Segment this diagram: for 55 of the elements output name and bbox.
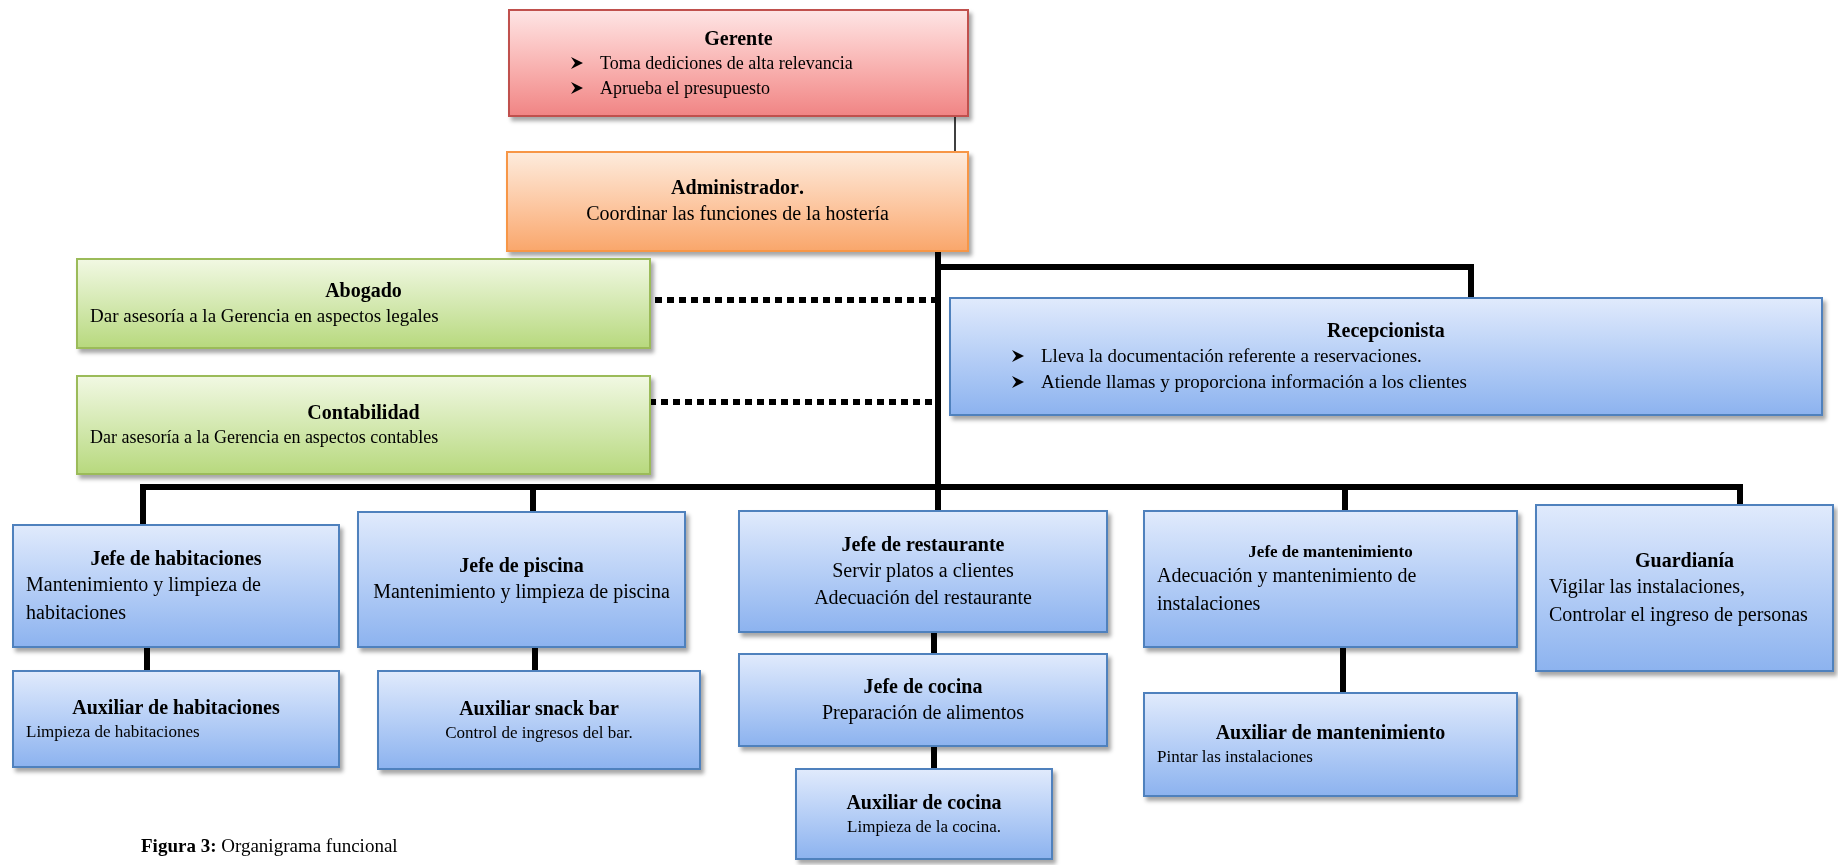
- role-title: Auxiliar de habitaciones: [71, 694, 281, 720]
- role-title: Administrador.: [670, 175, 805, 201]
- role-box: [506, 151, 969, 252]
- duty-text: Lleva la documentación referente a reservaciones.: [1041, 343, 1422, 368]
- role-box: [12, 670, 340, 768]
- role-title: Gerente: [703, 25, 774, 51]
- duty-text: Mantenimiento y limpieza de piscina: [372, 579, 671, 605]
- role-title: Recepcionista: [1326, 317, 1446, 343]
- role-title: Jefe de piscina: [458, 553, 585, 579]
- figure-caption: Figura 3: Organigrama funcional: [141, 834, 398, 858]
- role-box: [795, 768, 1053, 860]
- role-box: [1143, 692, 1518, 797]
- role-box: [76, 258, 651, 349]
- duty-text: Adecuación y mantenimiento de instalaciones: [1157, 563, 1418, 616]
- duty-text: Limpieza de la cocina.: [846, 815, 1002, 838]
- role-title: Jefe de habitaciones: [89, 546, 263, 571]
- role-box: [1143, 510, 1518, 648]
- duty-text: Aprueba el presupuesto: [600, 76, 770, 100]
- connector-line: [1340, 648, 1346, 692]
- duty-text: Vigilar las instalaciones, Controlar el ingreso de personas: [1549, 574, 1809, 628]
- role-title: Contabilidad: [306, 400, 421, 426]
- connector-line: [931, 747, 937, 768]
- role-title: Auxiliar de cocina: [845, 789, 1003, 815]
- duty-text: Pintar las instalaciones: [1157, 746, 1314, 769]
- duty-text: Control de ingresos del bar.: [444, 721, 634, 744]
- role-box: [949, 297, 1823, 416]
- role-title: Auxiliar snack bar: [458, 695, 620, 721]
- role-box: [377, 670, 701, 770]
- duty-text: Limpieza de habitaciones: [26, 720, 201, 743]
- role-title: Guardianía: [1634, 548, 1735, 573]
- role-title: Jefe de cocina: [862, 673, 984, 699]
- connector-line: [532, 648, 538, 670]
- role-box: [1535, 504, 1834, 672]
- duty-text: Servir platos a clientes: [831, 557, 1015, 584]
- role-title: Jefe de mantenimiento: [1247, 540, 1414, 563]
- connector-line: [954, 116, 956, 152]
- role-title: Abogado: [324, 277, 403, 303]
- role-box: [738, 510, 1108, 633]
- duty-text: Preparación de alimentos: [820, 699, 1026, 726]
- role-box: [508, 9, 969, 117]
- role-box: [12, 524, 340, 648]
- connector-line: [931, 633, 937, 653]
- duty-text: Coordinar las funciones de la hostería: [585, 201, 890, 227]
- duty-text: Dar asesoría a la Gerencia en aspectos legales: [90, 303, 440, 328]
- duty-text: Adecuación del restaurante: [813, 585, 1033, 610]
- role-box: [738, 653, 1108, 747]
- duty-text: Toma dediciones de alta relevancia: [600, 51, 853, 75]
- connector-line: [144, 648, 150, 670]
- duty-text: Atiende llamas y proporciona información a los clientes: [1041, 370, 1467, 394]
- role-title: Auxiliar de mantenimiento: [1214, 720, 1447, 746]
- role-box: [357, 511, 686, 648]
- role-box: [76, 375, 651, 475]
- role-title: Jefe de restaurante: [840, 531, 1006, 557]
- duty-text: Mantenimiento y limpieza de habitaciones: [26, 572, 262, 625]
- duty-text: Dar asesoría a la Gerencia en aspectos contables: [90, 426, 440, 450]
